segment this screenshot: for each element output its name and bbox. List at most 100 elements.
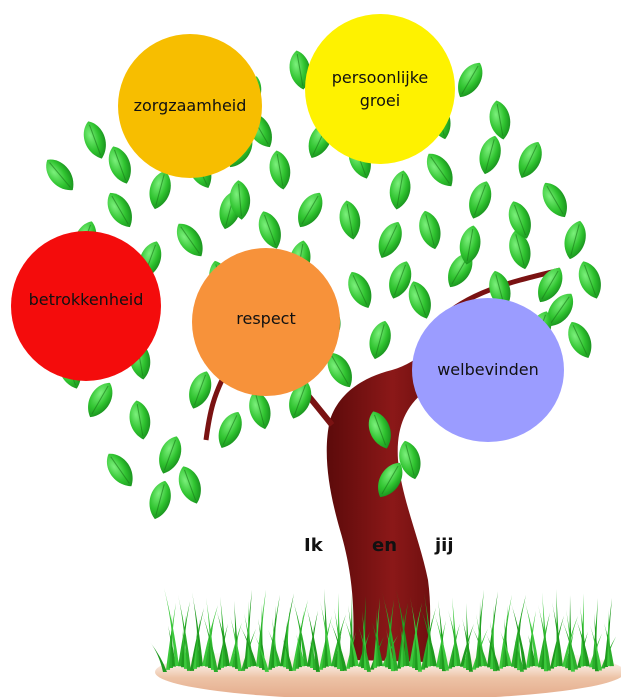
- grass-blade: [514, 609, 522, 669]
- leaf: [559, 217, 591, 263]
- grass-blade: [344, 618, 359, 667]
- grass-blade: [590, 625, 602, 671]
- grass-blade: [307, 610, 318, 667]
- leaf: [80, 377, 120, 423]
- grass-blade: [396, 589, 410, 667]
- grass-blade: [168, 625, 176, 667]
- grass-blade: [358, 625, 371, 672]
- grass-blade: [295, 610, 304, 669]
- grass-blade: [240, 626, 257, 667]
- trunk-word-en: en: [372, 535, 398, 556]
- grass-blade: [282, 636, 293, 671]
- grass-blade: [475, 589, 484, 668]
- grass-blade: [400, 626, 407, 667]
- leaf: [103, 142, 137, 188]
- value-circle-zorgzaamheid: zorgzaamheid: [118, 34, 262, 178]
- leaf: [386, 168, 414, 212]
- grass-blade: [292, 597, 308, 667]
- grass-blade: [280, 593, 294, 667]
- grass-blade: [604, 598, 612, 668]
- trunk-word-ik: Ik: [304, 535, 323, 556]
- grass-blade: [462, 617, 473, 672]
- leaf: [535, 177, 575, 223]
- grass-blade: [538, 604, 551, 671]
- value-circle-respect: respect: [192, 248, 340, 396]
- grass-blade: [472, 627, 488, 667]
- value-circle-persoonlijke-groei: persoonlijke groei: [305, 14, 455, 164]
- leaf: [561, 317, 599, 363]
- leaf: [341, 267, 379, 313]
- grass-blade: [330, 620, 347, 671]
- grass-blade: [486, 633, 500, 671]
- grass-blade: [386, 629, 395, 672]
- leaf: [266, 148, 294, 192]
- grass-blade: [283, 607, 290, 668]
- grass-blade: [256, 589, 266, 667]
- leaf: [169, 217, 211, 263]
- grass-blade: [487, 591, 498, 668]
- grass-blade: [166, 602, 176, 670]
- grass-blade: [448, 623, 460, 669]
- leaf: [290, 187, 330, 233]
- leaf: [573, 257, 607, 303]
- leaf: [364, 317, 396, 363]
- leaf: [126, 398, 154, 442]
- grass-blade: [178, 594, 191, 671]
- leaf: [78, 117, 112, 163]
- grass-blade: [244, 589, 252, 669]
- grass-blade: [410, 596, 422, 672]
- grass-blade: [230, 615, 242, 671]
- grass-blade: [604, 623, 614, 667]
- grass-blade: [510, 599, 527, 670]
- grass-blade: [150, 642, 167, 672]
- grass-blade: [372, 622, 383, 667]
- grass-blade: [502, 606, 508, 668]
- grass-blade: [434, 612, 449, 671]
- grass-blade: [397, 602, 408, 669]
- leaf: [414, 207, 446, 253]
- grass-blade: [526, 610, 536, 668]
- grass-blade: [500, 631, 512, 667]
- leaf: [371, 217, 409, 263]
- leaf: [463, 177, 497, 223]
- trunk-word-jij: jij: [435, 535, 454, 556]
- value-circle-welbevinden: welbevinden: [412, 298, 564, 442]
- leaf: [211, 407, 249, 453]
- grass-blade: [436, 620, 446, 668]
- grass-blade: [524, 598, 539, 667]
- leaf: [253, 207, 287, 253]
- grass-blade: [205, 618, 214, 667]
- grass-blade: [296, 634, 305, 667]
- leaf: [336, 198, 364, 242]
- leaf: [99, 447, 141, 493]
- grass-blade: [576, 619, 590, 667]
- leaf: [419, 147, 461, 193]
- grass-blade: [202, 612, 218, 672]
- leaf: [173, 462, 207, 508]
- grass-blade: [217, 623, 228, 670]
- leaf: [474, 132, 506, 178]
- grass-blade: [306, 604, 320, 672]
- grass-blade: [310, 639, 317, 670]
- grass-blade: [382, 591, 398, 671]
- value-circle-betrokkenheid: betrokkenheid: [11, 231, 161, 381]
- grass-blade: [373, 597, 380, 668]
- leaf: [486, 98, 514, 142]
- grass-blade: [514, 638, 524, 672]
- grass-strip: [150, 588, 616, 672]
- grass-blade: [320, 601, 332, 667]
- grass-blade: [528, 635, 536, 667]
- grass-blade: [216, 609, 230, 667]
- grass-blade: [254, 633, 269, 672]
- grass-blade: [420, 606, 437, 667]
- leaf: [38, 152, 82, 198]
- grass-blade: [192, 592, 203, 667]
- grass-blade: [268, 630, 281, 667]
- leaf: [511, 137, 549, 183]
- grass-blade: [385, 599, 394, 668]
- grass-blade: [552, 602, 563, 667]
- leaf: [450, 57, 490, 103]
- leaf: [144, 477, 176, 523]
- grass-blade: [562, 620, 578, 670]
